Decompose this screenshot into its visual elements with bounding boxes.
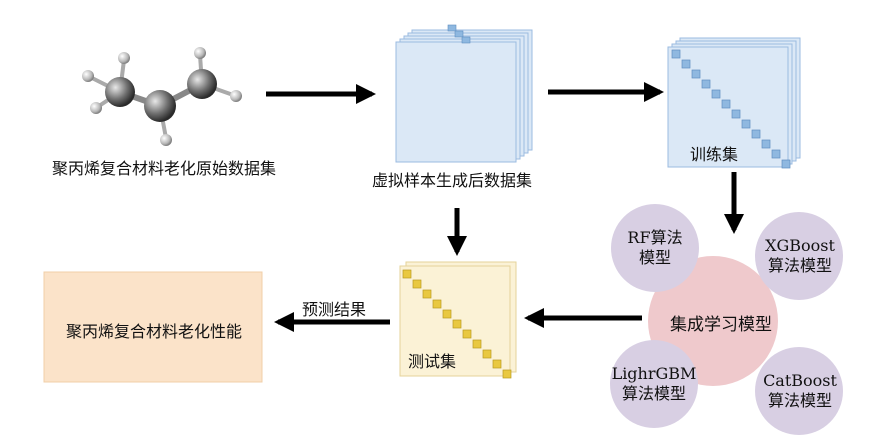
matrix-cell [751,129,761,139]
test-set-matrix [399,261,517,379]
rf-model-label: RF算法 模型 [615,228,695,268]
xgboost-line1: XGBoost [765,236,835,255]
matrix-cell [432,299,442,309]
catboost-line1: CatBoost [763,371,837,390]
matrix-cell [701,79,711,89]
matrix-cell [412,279,422,289]
ensemble-label: 集成学习模型 [670,315,772,335]
performance-label: 聚丙烯复合材料老化性能 [66,322,243,341]
matrix-cell [442,309,452,319]
xgboost-line2: 算法模型 [767,256,832,275]
matrix-cell [691,69,701,79]
matrix-cell [472,339,482,349]
matrix-cell [761,139,771,149]
lightgbm-model-label: LighrGBM 算法模型 [608,364,700,404]
catboost-model-label: CatBoost 算法模型 [755,371,845,411]
catboost-circle [755,347,843,435]
xgboost-model-label: XGBoost 算法模型 [755,236,845,276]
training-set-matrix [667,37,801,169]
matrix-cell [482,349,492,359]
matrix-cell [781,159,791,169]
matrix-cell [741,119,751,129]
matrix-cell [502,369,512,379]
matrix-cell [681,59,691,69]
matrix-cell [402,269,412,279]
virtual-dataset-label: 虚拟样本生成后数据集 [372,171,533,190]
predict-result-label: 预测结果 [302,300,367,319]
matrix-cell [721,99,731,109]
matrix-cell [771,149,781,159]
lightgbm-circle [610,340,698,428]
matrix-cell [462,329,472,339]
train-set-label: 训练集 [690,145,739,164]
propylene-molecule-icon [82,47,242,146]
performance-box [43,271,263,383]
matrix-cell [492,359,502,369]
lightgbm-line2: 算法模型 [621,384,686,403]
matrix-cell [422,289,432,299]
lightgbm-line1: LighrGBM [611,364,697,383]
matrix-cell [452,319,462,329]
rf-line2: 模型 [638,248,671,267]
catboost-line2: 算法模型 [767,391,832,410]
matrix-cell [711,89,721,99]
raw-dataset-label: 聚丙烯复合材料老化原始数据集 [52,159,277,178]
xgboost-circle [755,212,843,300]
virtual-dataset-stack [395,24,533,163]
test-set-label: 测试集 [408,352,457,371]
rf-circle [611,204,699,292]
rf-line1: RF算法 [627,228,683,247]
matrix-cell [731,109,741,119]
matrix-cell [671,49,681,59]
